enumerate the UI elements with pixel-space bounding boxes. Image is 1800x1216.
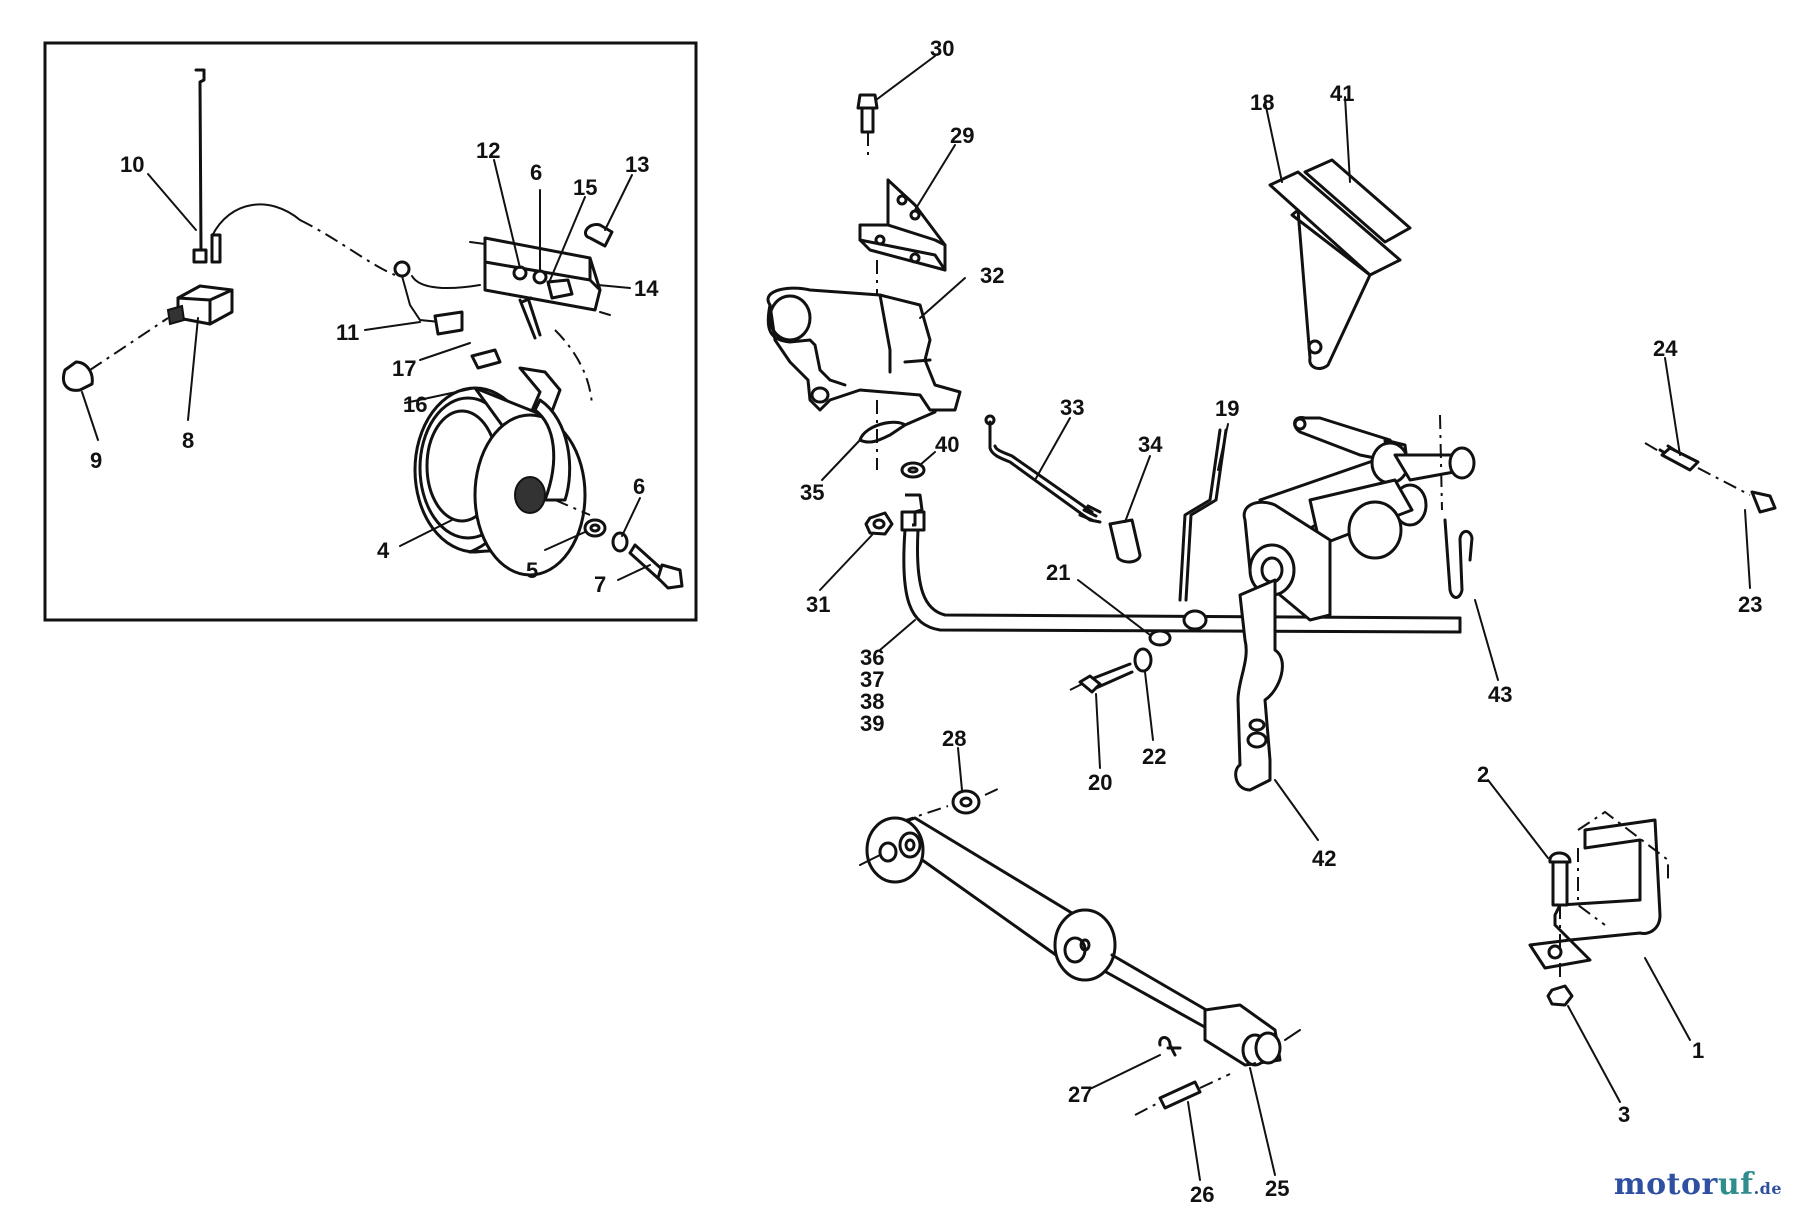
label-9: 9 bbox=[90, 448, 102, 473]
label-25: 25 bbox=[1265, 1176, 1289, 1201]
label-10: 10 bbox=[120, 152, 144, 177]
label-26: 26 bbox=[1190, 1182, 1214, 1207]
label-41: 41 bbox=[1330, 81, 1354, 106]
label-6a: 6 bbox=[530, 160, 542, 185]
label-30: 30 bbox=[930, 36, 954, 61]
label-29: 29 bbox=[950, 123, 974, 148]
label-18: 18 bbox=[1250, 90, 1274, 115]
label-19: 19 bbox=[1215, 396, 1239, 421]
label-15: 15 bbox=[573, 175, 597, 200]
label-38: 38 bbox=[860, 689, 884, 714]
label-6b: 6 bbox=[633, 474, 645, 499]
label-8: 8 bbox=[182, 428, 194, 453]
label-4: 4 bbox=[377, 538, 390, 563]
label-39: 39 bbox=[860, 711, 884, 736]
label-42: 42 bbox=[1312, 846, 1336, 871]
label-36: 36 bbox=[860, 645, 884, 670]
label-20: 20 bbox=[1088, 770, 1112, 795]
label-33: 33 bbox=[1060, 395, 1084, 420]
main-assembly bbox=[766, 55, 1777, 1181]
label-1: 1 bbox=[1692, 1038, 1704, 1063]
label-13: 13 bbox=[625, 152, 649, 177]
label-40: 40 bbox=[935, 432, 959, 457]
label-16: 16 bbox=[403, 392, 427, 417]
label-14: 14 bbox=[634, 276, 659, 301]
watermark-part3: .de bbox=[1753, 1179, 1782, 1198]
label-17: 17 bbox=[392, 356, 416, 381]
label-35: 35 bbox=[800, 480, 824, 505]
label-22: 22 bbox=[1142, 744, 1166, 769]
label-23: 23 bbox=[1738, 592, 1762, 617]
label-24: 24 bbox=[1653, 336, 1678, 361]
label-12: 12 bbox=[476, 138, 500, 163]
label-37: 37 bbox=[860, 667, 884, 692]
watermark-part1: motor bbox=[1613, 1167, 1718, 1202]
label-7: 7 bbox=[594, 572, 606, 597]
label-28: 28 bbox=[942, 726, 966, 751]
label-11: 11 bbox=[336, 320, 359, 345]
label-2: 2 bbox=[1477, 762, 1489, 787]
label-32: 32 bbox=[980, 263, 1004, 288]
watermark-part2: uf bbox=[1717, 1167, 1754, 1202]
electric-clutch-inset bbox=[43, 41, 698, 622]
label-5: 5 bbox=[526, 558, 538, 583]
label-31: 31 bbox=[806, 592, 830, 617]
label-21: 21 bbox=[1046, 560, 1070, 585]
site-watermark: motoruf.de bbox=[1614, 1167, 1782, 1202]
part-labels: 10 11 8 9 12 6 15 13 14 17 16 4 5 6 7 30… bbox=[90, 36, 1762, 1207]
label-3: 3 bbox=[1618, 1102, 1630, 1127]
label-43: 43 bbox=[1488, 682, 1512, 707]
label-27: 27 bbox=[1068, 1082, 1092, 1107]
label-34: 34 bbox=[1138, 432, 1163, 457]
